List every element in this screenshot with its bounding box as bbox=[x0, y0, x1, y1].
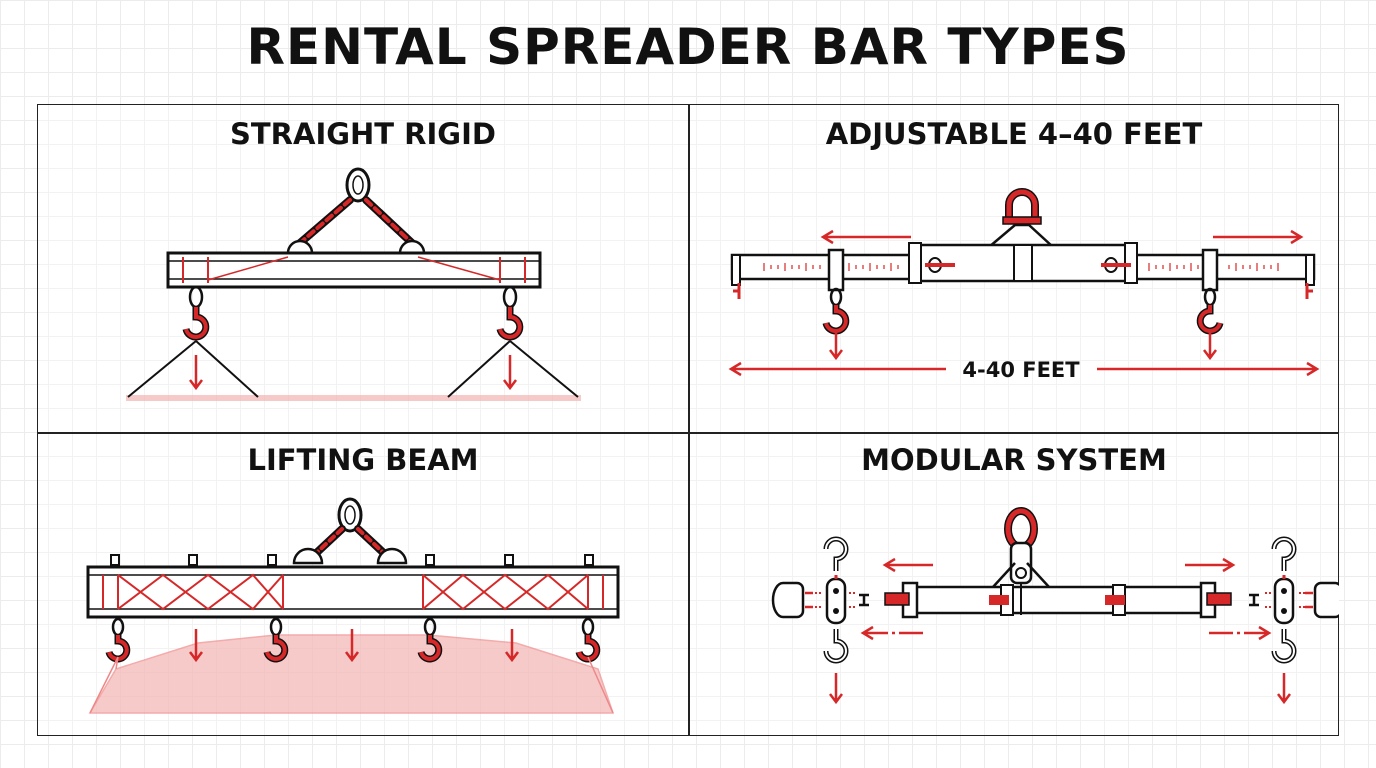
hook-icon bbox=[1271, 629, 1297, 664]
hook-icon bbox=[496, 285, 524, 341]
panel-adjustable: ADJUSTABLE 4–40 FEET bbox=[689, 105, 1339, 432]
center-beam bbox=[909, 585, 1209, 615]
dimension-label: 4-40 FEET bbox=[962, 358, 1080, 382]
adjustable-diagram: 4-40 FEET bbox=[728, 188, 1320, 382]
shackle-icon bbox=[337, 497, 363, 533]
shackle-icon bbox=[345, 167, 371, 203]
end-cap-icon bbox=[731, 254, 1315, 299]
hook-icon bbox=[823, 629, 849, 664]
hook-icon bbox=[182, 285, 210, 341]
panel-title-adjustable: ADJUSTABLE 4–40 FEET bbox=[825, 117, 1203, 151]
bolt-row bbox=[110, 554, 594, 566]
lifting-beam bbox=[86, 565, 620, 619]
hook-icon bbox=[575, 617, 601, 663]
shackle-icon bbox=[1002, 188, 1042, 225]
panel-lifting-beam: LIFTING BEAM bbox=[38, 433, 688, 736]
panel-modular: MODULAR SYSTEM bbox=[689, 433, 1339, 736]
chain-icon bbox=[296, 196, 416, 247]
panel-title-modular: MODULAR SYSTEM bbox=[861, 443, 1167, 477]
horizontal-divider bbox=[38, 432, 1338, 434]
panel-title-lifting-beam: LIFTING BEAM bbox=[247, 443, 479, 477]
hook-icon bbox=[105, 617, 131, 663]
link-plate-right bbox=[1273, 577, 1295, 625]
panel-straight-rigid: STRAIGHT RIGID bbox=[38, 105, 688, 432]
lifting-beam-diagram bbox=[86, 497, 620, 714]
modular-diagram bbox=[771, 507, 1339, 705]
panel-title-straight-rigid: STRAIGHT RIGID bbox=[230, 117, 496, 151]
hook-icon bbox=[263, 617, 289, 663]
arrow-icon bbox=[829, 557, 1291, 705]
shackle-icon bbox=[1004, 507, 1038, 585]
arrow-icon bbox=[189, 355, 517, 391]
vertical-divider bbox=[688, 105, 690, 735]
scale-ticks-right bbox=[1148, 263, 1279, 271]
straight-rigid-diagram bbox=[126, 167, 581, 401]
hook-icon bbox=[417, 617, 443, 663]
spreader-bar-grid: STRAIGHT RIGID bbox=[37, 104, 1339, 736]
hook-icon bbox=[1271, 536, 1297, 579]
load-baseline bbox=[126, 395, 581, 401]
end-cap-icon bbox=[771, 581, 1339, 619]
page-title: RENTAL SPREADER BAR TYPES bbox=[246, 18, 1130, 76]
hook-icon bbox=[1196, 287, 1224, 335]
link-plate-left bbox=[825, 577, 847, 625]
scale-ticks-left bbox=[763, 263, 899, 271]
hook-icon bbox=[823, 536, 849, 579]
arrow-icon bbox=[728, 229, 1320, 377]
chain-icon bbox=[308, 525, 392, 561]
arrow-icon bbox=[189, 629, 519, 663]
rigid-beam bbox=[166, 251, 542, 289]
hook-icon bbox=[822, 287, 850, 335]
